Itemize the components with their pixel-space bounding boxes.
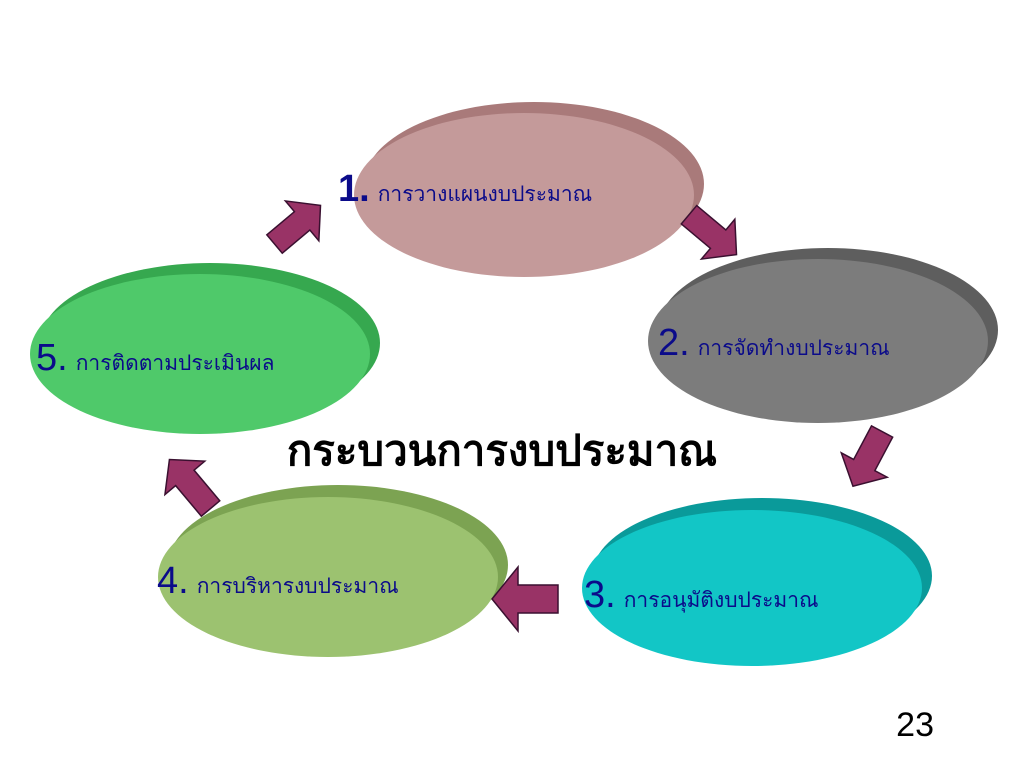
step-5-text: การติดตามประเมินผล (75, 351, 275, 375)
step-5-node (30, 263, 380, 434)
diagram-title: กระบวนการงบประมาณ (286, 426, 718, 475)
step-5-label: 5. การติดตามประเมินผล (36, 337, 274, 380)
arrow-step-2-to-3 (839, 424, 894, 488)
arrow-step-4-to-5 (163, 458, 221, 518)
step-4-label: 4. การบริหารงบประมาณ (157, 560, 399, 603)
step-4-number: 4. (157, 560, 189, 602)
arrow-step-3-to-4 (491, 564, 559, 634)
step-3-label: 3. การอนุมัติงบประมาณ (584, 574, 819, 617)
step-1-text: การวางแผนงบประมาณ (377, 182, 593, 206)
step-3-node (582, 498, 932, 666)
step-5-number: 5. (36, 337, 68, 379)
step-2-label: 2. การจัดทำงบประมาณ (658, 322, 890, 365)
arrow-step-5-to-1 (265, 199, 322, 255)
arrow-step-1-to-2 (680, 204, 738, 261)
step-1-label: 1. การวางแผนงบประมาณ (338, 168, 592, 211)
step-3-text: การอนุมัติงบประมาณ (623, 588, 819, 612)
step-4-node (158, 485, 508, 657)
step-1-number: 1. (338, 168, 370, 210)
step-2-text: การจัดทำงบประมาณ (697, 336, 890, 360)
page-number: 23 (896, 706, 934, 744)
step-3-number: 3. (584, 574, 616, 616)
step-4-text: การบริหารงบประมาณ (196, 574, 399, 598)
step-1-node (354, 102, 704, 277)
step-2-number: 2. (658, 322, 690, 364)
step-2-node (648, 248, 998, 423)
